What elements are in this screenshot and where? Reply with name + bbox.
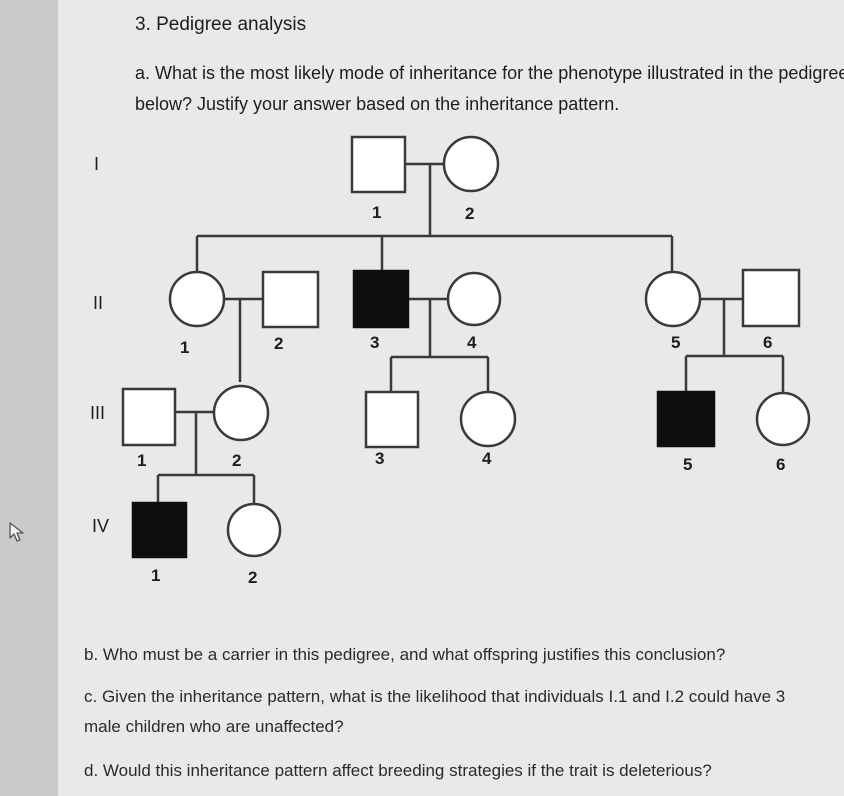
label-III-5: 5 bbox=[683, 455, 692, 474]
question-a: a. What is the most likely mode of inher… bbox=[135, 63, 844, 114]
II-1-female-unaffected bbox=[168, 270, 226, 328]
label-II-4: 4 bbox=[467, 333, 477, 352]
III-3-male-unaffected bbox=[364, 390, 420, 449]
generation-label-IV: IV bbox=[92, 516, 109, 536]
section-heading: 3. Pedigree analysis bbox=[135, 14, 307, 35]
mouse-pointer-icon bbox=[9, 522, 24, 542]
label-II-3: 3 bbox=[370, 333, 379, 352]
label-III-4: 4 bbox=[482, 449, 492, 468]
question-c: c. Given the inheritance pattern, what i… bbox=[84, 687, 786, 736]
III-6-female-unaffected bbox=[755, 391, 811, 447]
generation-label-II: II bbox=[93, 293, 103, 313]
label-III-1: 1 bbox=[137, 451, 146, 470]
III-2-female-unaffected bbox=[212, 384, 270, 442]
label-II-1: 1 bbox=[180, 338, 189, 357]
II-5-female-unaffected bbox=[644, 270, 702, 328]
label-II-5: 5 bbox=[671, 333, 680, 352]
III-5-male-affected bbox=[656, 390, 716, 448]
pedigree-lines bbox=[156, 162, 785, 503]
generation-label-III: III bbox=[90, 403, 105, 423]
label-III-2: 2 bbox=[232, 451, 241, 470]
II-4-female-unaffected bbox=[446, 271, 502, 327]
label-II-2: 2 bbox=[274, 334, 283, 353]
generation-label-I: I bbox=[94, 154, 99, 174]
I-2-female-unaffected bbox=[442, 135, 500, 193]
III-4-female-unaffected bbox=[459, 390, 517, 448]
label-IV-2: 2 bbox=[248, 568, 257, 587]
label-II-6: 6 bbox=[763, 333, 772, 352]
IV-2-female-unaffected bbox=[226, 502, 282, 558]
label-I-1: 1 bbox=[372, 203, 381, 222]
question-b: b. Who must be a carrier in this pedigre… bbox=[84, 645, 726, 664]
IV-1-male-affected bbox=[131, 501, 188, 559]
II-6-male-unaffected bbox=[741, 268, 801, 328]
III-1-male-unaffected bbox=[121, 387, 177, 447]
label-IV-1: 1 bbox=[151, 566, 160, 585]
II-3-male-affected bbox=[352, 269, 410, 329]
question-d: d. Would this inheritance pattern affect… bbox=[84, 761, 712, 780]
label-I-2: 2 bbox=[465, 204, 474, 223]
label-III-3: 3 bbox=[375, 449, 384, 468]
pedigree-chart: I II III IV 1 2 1 2 3 4 5 6 1 2 3 4 5 6 … bbox=[90, 135, 811, 587]
II-2-male-unaffected bbox=[261, 270, 320, 329]
I-1-male-unaffected bbox=[350, 135, 407, 194]
label-III-6: 6 bbox=[776, 455, 785, 474]
